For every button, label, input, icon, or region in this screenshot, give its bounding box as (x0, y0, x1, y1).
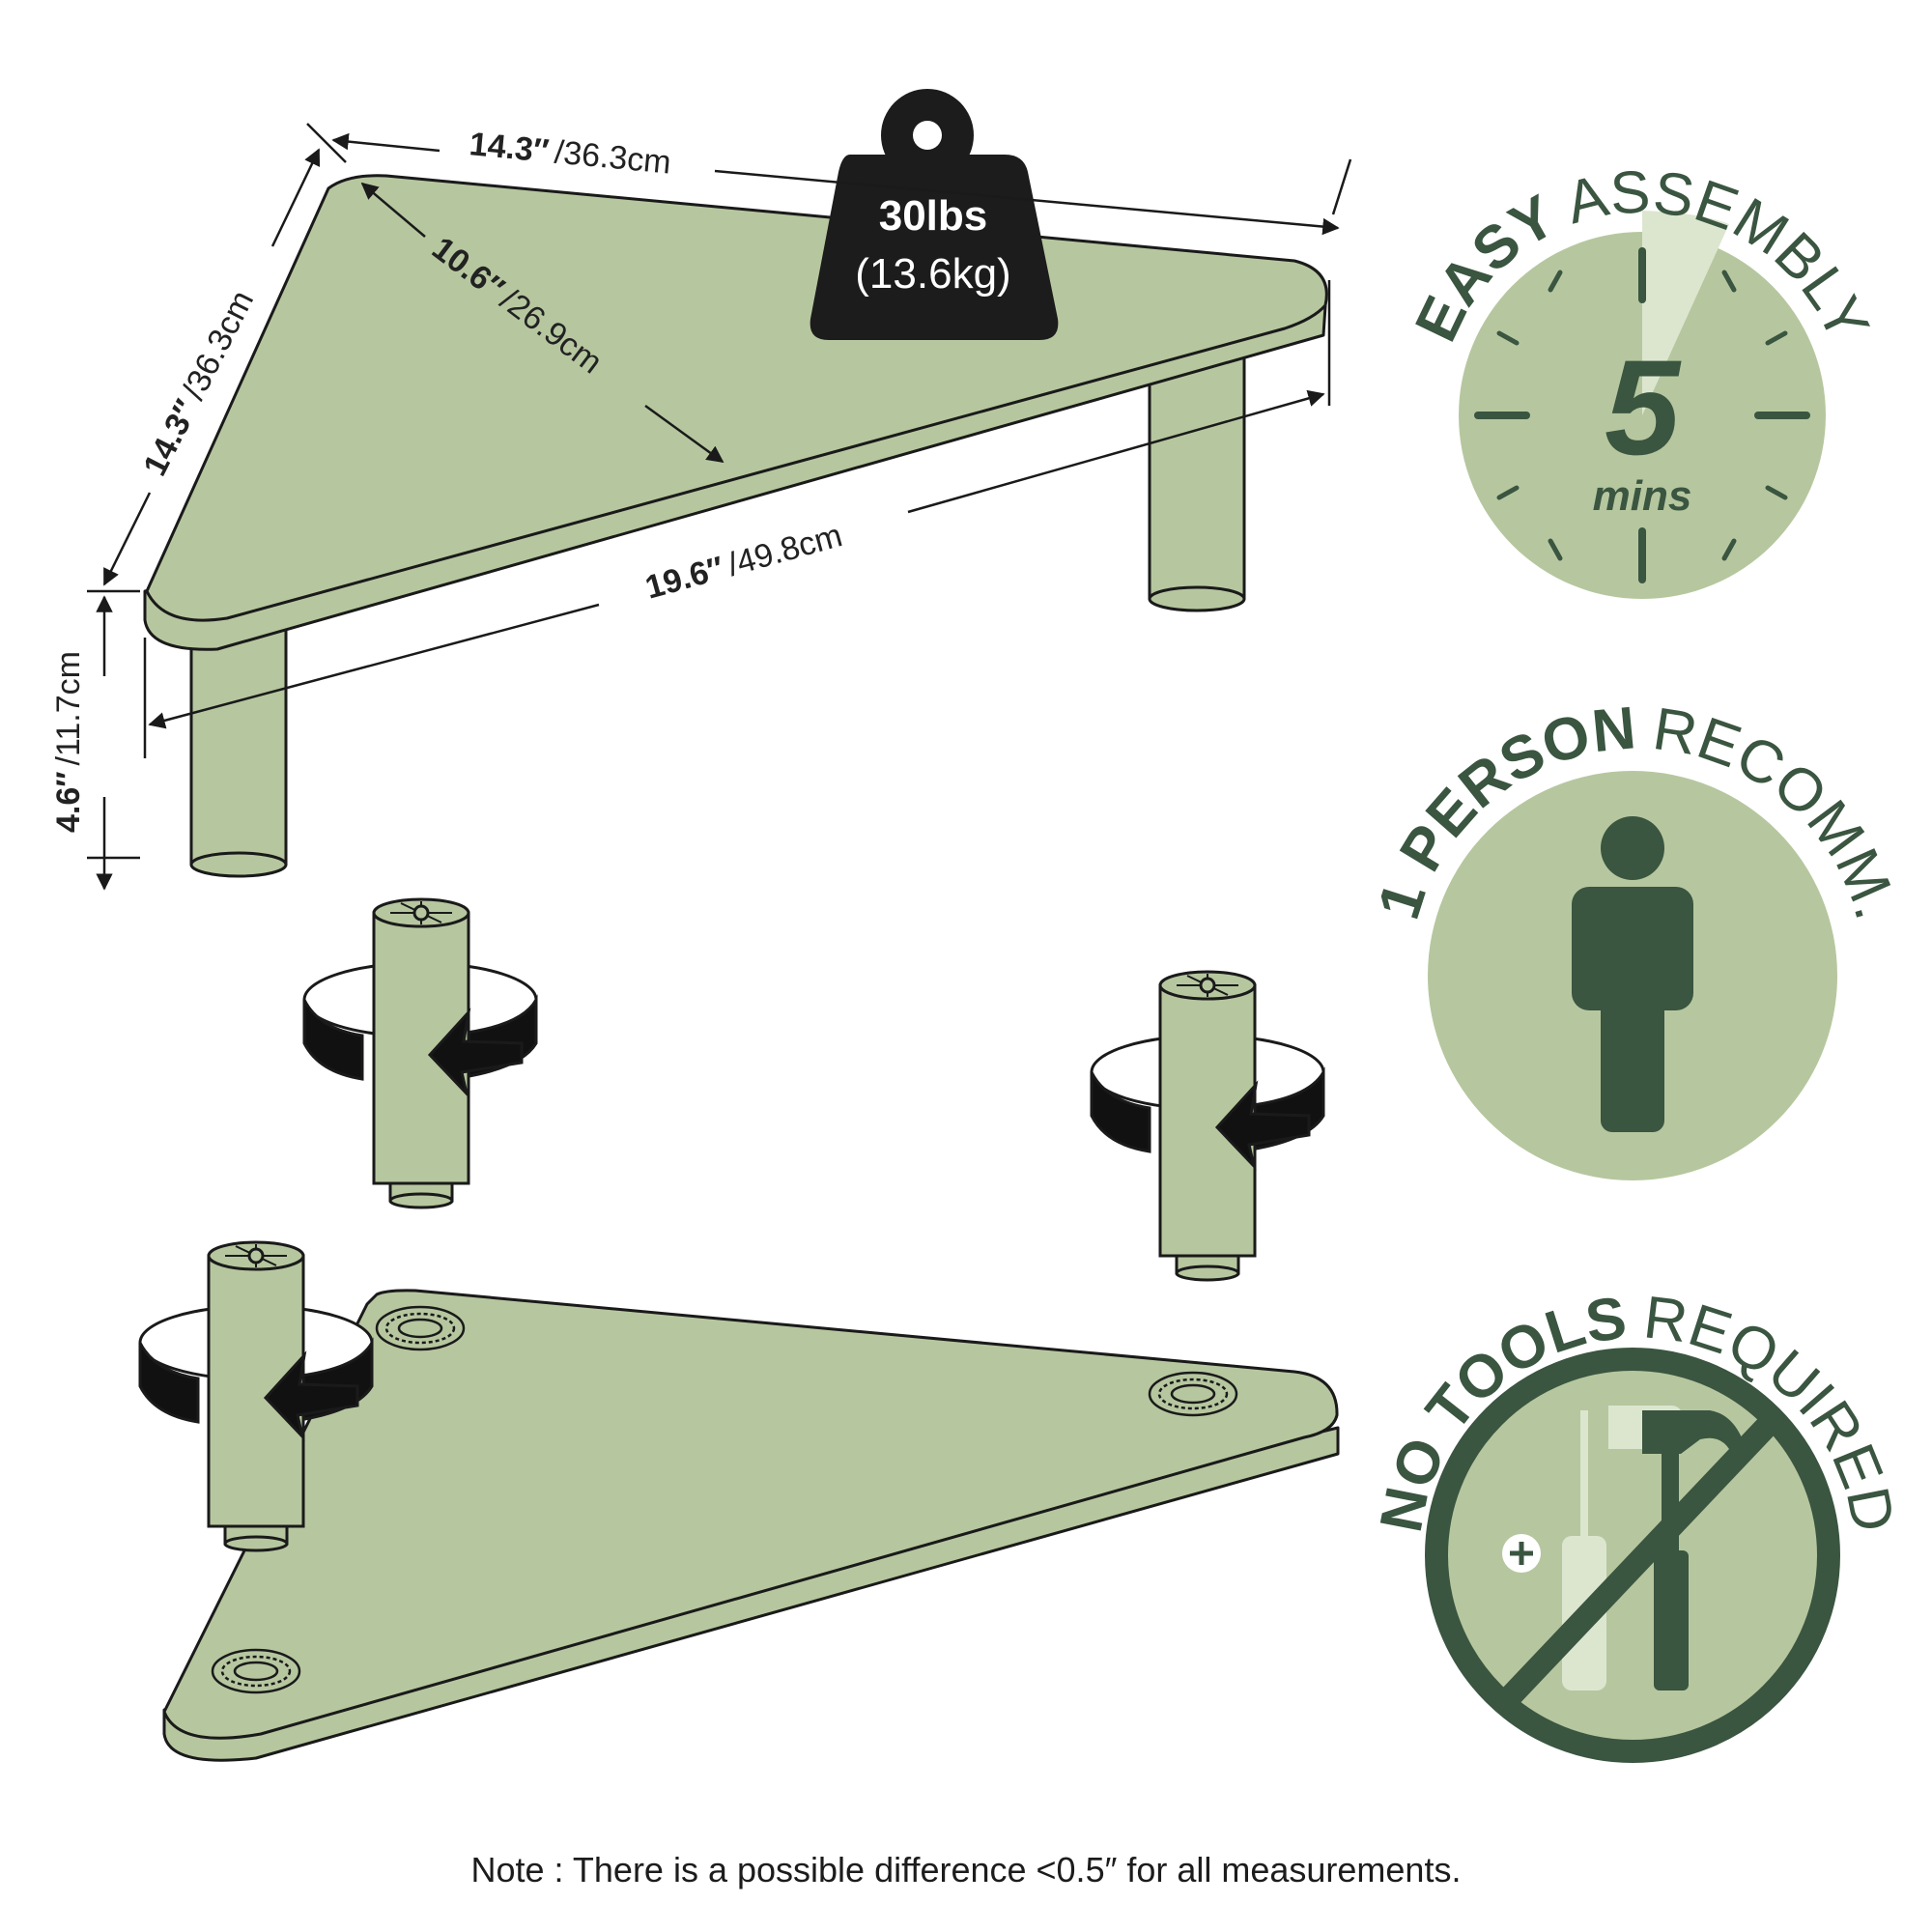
stopwatch-icon (1474, 211, 1810, 583)
weight-icon (810, 89, 1059, 340)
dim-front-metric: /49.8cm (724, 517, 846, 583)
dimension-front-edge: 19.6″/49.8cm (641, 517, 846, 607)
dim-left-imperial: 14.3″ (136, 394, 205, 482)
dimension-height: 4.6″ /11.7cm (50, 651, 87, 833)
dim-height-metric: /11.7cm (50, 651, 87, 765)
person-icon (1572, 816, 1693, 1132)
leg-with-rotation-arrow-3 (138, 1240, 374, 1552)
svg-text:4.6″/11.7cm: 4.6″ /11.7cm (50, 651, 87, 833)
svg-text:19.6″/49.8cm: 19.6″/49.8cm (641, 517, 846, 607)
assembly-unit: mins (1593, 472, 1692, 520)
dimension-lines (87, 123, 1352, 891)
dimension-top-edge: 14.3″/36.3cm (468, 126, 672, 182)
dim-top-imperial: 14.3″ (468, 126, 551, 170)
no-tools-slash (1495, 1408, 1784, 1712)
shelf-leg-front (189, 616, 288, 878)
svg-text:14.3″/36.3cm: 14.3″/36.3cm (468, 126, 672, 182)
leg-with-rotation-arrow-1 (302, 897, 538, 1209)
dim-front-imperial: 19.6″ (641, 550, 728, 607)
shelf-leg-back (1148, 346, 1246, 612)
shelf-underside (162, 1289, 1340, 1762)
dim-top-metric: /36.3cm (553, 133, 672, 181)
leg-with-rotation-arrow-2 (1090, 970, 1325, 1282)
weight-imperial: 30lbs (879, 192, 988, 240)
measurement-note: Note : There is a possible difference <0… (470, 1850, 1462, 1889)
weight-metric: (13.6kg) (855, 250, 1010, 298)
assembly-number: 5 (1605, 331, 1682, 483)
mounting-discs (211, 1305, 1238, 1694)
easy-assembly-badge: 5 mins EASYASSEMBLY (1403, 158, 1882, 599)
dim-height-imperial: 4.6″ (50, 771, 87, 833)
assembled-shelf (143, 174, 1328, 878)
